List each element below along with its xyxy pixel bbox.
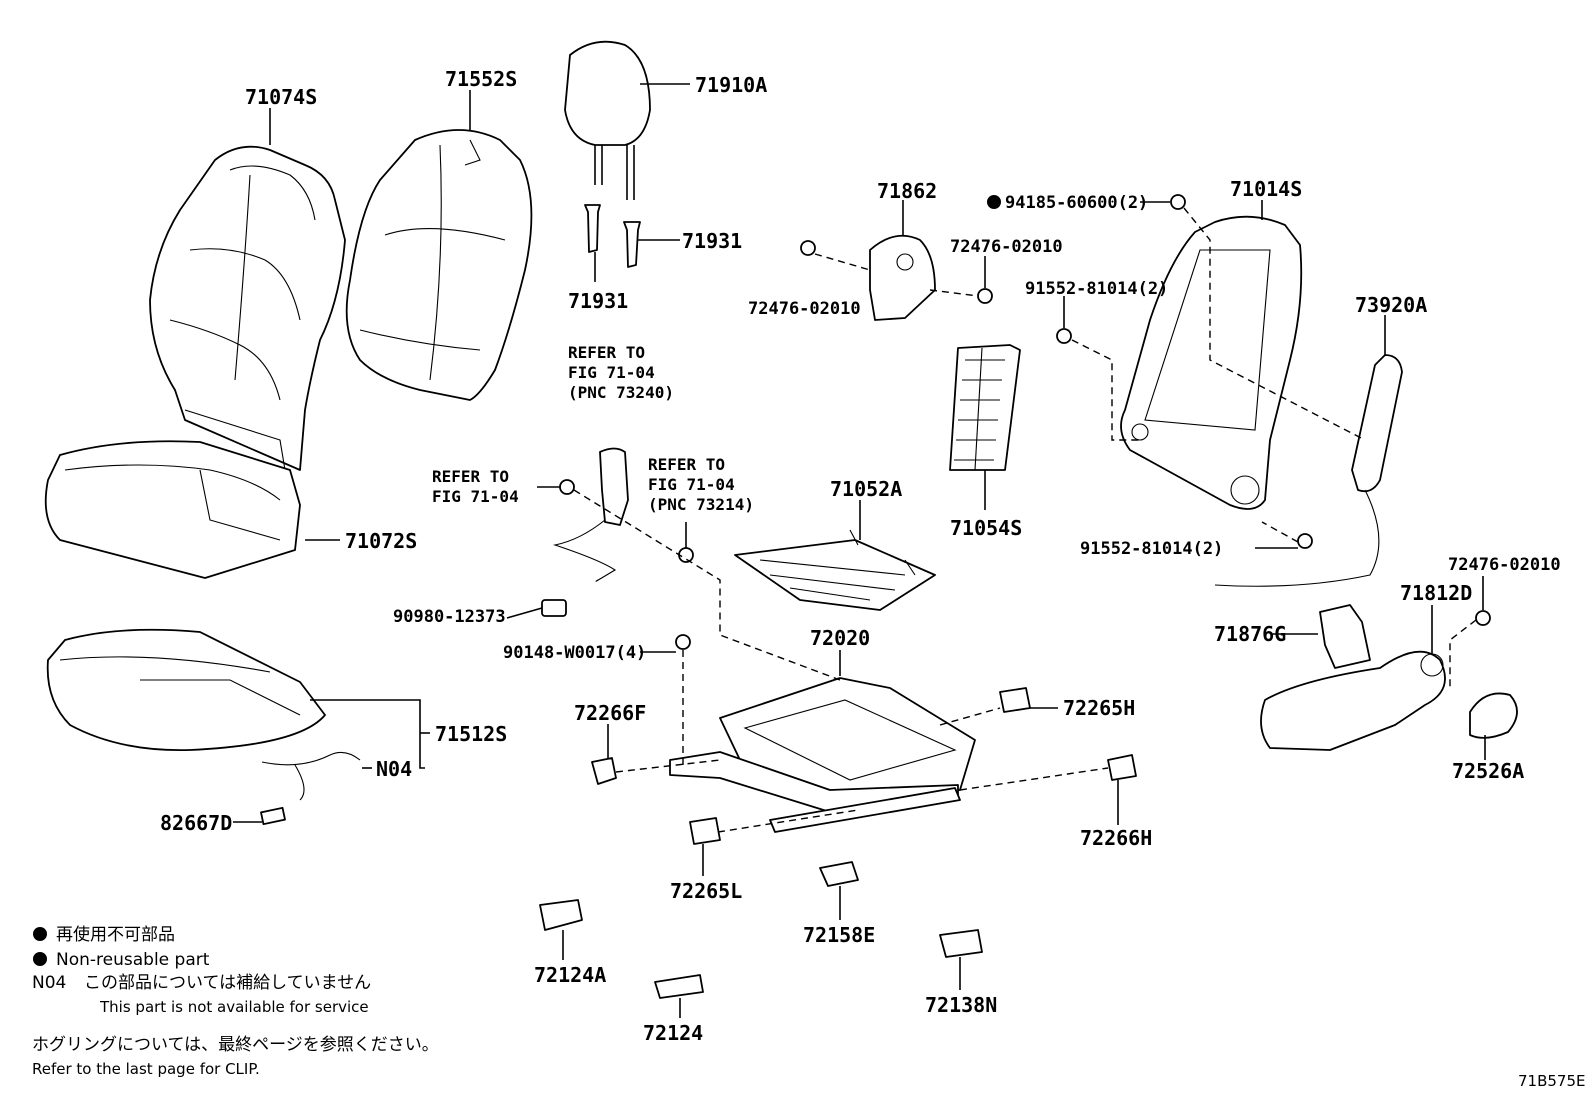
part-number-72138N[interactable]: 72138N (925, 993, 997, 1017)
part-number-71812D[interactable]: 71812D (1400, 581, 1472, 605)
dashed-connectors (573, 207, 1477, 833)
track-cover-drawings (591, 687, 1137, 845)
part-number-91552-top[interactable]: 91552-81014(2) (1025, 279, 1168, 299)
headrest-drawing (564, 40, 651, 200)
part-number-71054S[interactable]: 71054S (950, 516, 1022, 540)
part-number-72476-left[interactable]: 72476-02010 (748, 299, 861, 319)
part-number-71910A[interactable]: 71910A (695, 73, 767, 97)
part-number-72020[interactable]: 72020 (810, 626, 870, 650)
part-number-72124[interactable]: 72124 (643, 1021, 703, 1045)
part-number-94185[interactable]: 94185-60600(2) (1005, 193, 1148, 213)
seat-harness-drawing (260, 751, 361, 826)
part-number-72124A[interactable]: 72124A (534, 963, 606, 987)
figure-id: 71B575E (1518, 1072, 1586, 1090)
switch-bracket-drawing (1319, 604, 1371, 669)
part-number-72265L[interactable]: 72265L (670, 879, 742, 903)
grommet-drawing (559, 479, 575, 495)
ref-73214-line2: FIG 71-04 (648, 475, 735, 494)
ref-73214-line1: REFER TO (648, 455, 725, 474)
ref-73240-line2: FIG 71-04 (568, 363, 655, 382)
recliner-knob-drawing (1469, 692, 1518, 739)
legend-nonreusable-en: Non-reusable part (56, 950, 210, 970)
ref-73240-line3: (PNC 73240) (568, 383, 674, 402)
legend-n04-jp: この部品については補給していません (84, 973, 371, 993)
seat-frame-drawing (669, 677, 976, 833)
seatback-pad-drawing (345, 129, 533, 401)
part-number-73920A[interactable]: 73920A (1355, 293, 1427, 317)
part-number-71931-bottom[interactable]: 71931 (568, 289, 628, 313)
part-number-72526A[interactable]: 72526A (1452, 759, 1524, 783)
part-number-72266F[interactable]: 72266F (574, 701, 646, 725)
part-number-90148[interactable]: 90148-W0017(4) (503, 643, 646, 663)
part-number-90980[interactable]: 90980-12373 (393, 607, 506, 627)
headrest-guide-drawing (584, 204, 641, 268)
legend: 再使用不可部品 Non-reusable part N04 この部品については補… (32, 924, 439, 1078)
ref-73214-line3: (PNC 73214) (648, 495, 754, 514)
non-reusable-marker (987, 195, 1001, 209)
seatback-frame-drawing (1120, 215, 1303, 510)
leader-lines (233, 83, 1486, 1018)
part-number-71862[interactable]: 71862 (877, 179, 937, 203)
part-number-71552S[interactable]: 71552S (445, 67, 517, 91)
side-cover-drawing (869, 234, 936, 321)
bolt-drawings (675, 194, 1491, 650)
seat-cushion-pad-drawing (46, 628, 326, 752)
part-number-71512S[interactable]: 71512S (435, 722, 507, 746)
part-number-71074S[interactable]: 71074S (245, 85, 317, 109)
part-number-72265H[interactable]: 72265H (1063, 696, 1135, 720)
seat-cushion-cover-drawing (44, 440, 301, 579)
part-number-71876G[interactable]: 71876G (1214, 622, 1286, 646)
part-number-71072S[interactable]: 71072S (345, 529, 417, 553)
part-number-72476-top[interactable]: 72476-02010 (950, 237, 1063, 257)
seatback-spring-drawing (949, 344, 1021, 471)
legend-n04-en: This part is not available for service (99, 998, 369, 1016)
legend-clip-jp: ホグリングについては、最終ページを参照ください。 (32, 1035, 439, 1055)
part-number-72476-right[interactable]: 72476-02010 (1448, 555, 1561, 575)
part-number-71052A[interactable]: 71052A (830, 477, 902, 501)
legend-bullet-icon (33, 927, 47, 941)
seatback-module-drawing (1214, 354, 1403, 587)
harness-clip-drawing (541, 599, 567, 617)
legend-clip-en: Refer to the last page for CLIP. (32, 1060, 260, 1078)
ref-7104-line1: REFER TO (432, 467, 509, 486)
part-number-71014S[interactable]: 71014S (1230, 177, 1302, 201)
legend-nonreusable-jp: 再使用不可部品 (56, 924, 175, 945)
belt-buckle-drawing (552, 447, 629, 582)
grommet-drawing (678, 547, 694, 563)
part-labels: 71074S 71552S 71910A 71931 71931 71862 9… (160, 67, 1561, 1045)
part-number-72266H[interactable]: 72266H (1080, 826, 1152, 850)
legend-bullet-icon (33, 952, 47, 966)
legend-n04-code: N04 (32, 973, 66, 993)
part-number-91552-bottom[interactable]: 91552-81014(2) (1080, 539, 1223, 559)
part-number-71931-right[interactable]: 71931 (682, 229, 742, 253)
part-number-72158E[interactable]: 72158E (803, 923, 875, 947)
ref-7104-line2: FIG 71-04 (432, 487, 519, 506)
side-shield-drawing (1260, 650, 1446, 751)
clip-drawings (539, 861, 983, 999)
ref-73240-line1: REFER TO (568, 343, 645, 362)
part-number-82667D[interactable]: 82667D (160, 811, 232, 835)
seatback-cover-drawing (149, 145, 346, 471)
note-code-N04[interactable]: N04 (376, 757, 412, 781)
seat-spring-drawing (734, 529, 936, 611)
reference-labels: REFER TO FIG 71-04 (PNC 73240) REFER TO … (432, 343, 754, 514)
